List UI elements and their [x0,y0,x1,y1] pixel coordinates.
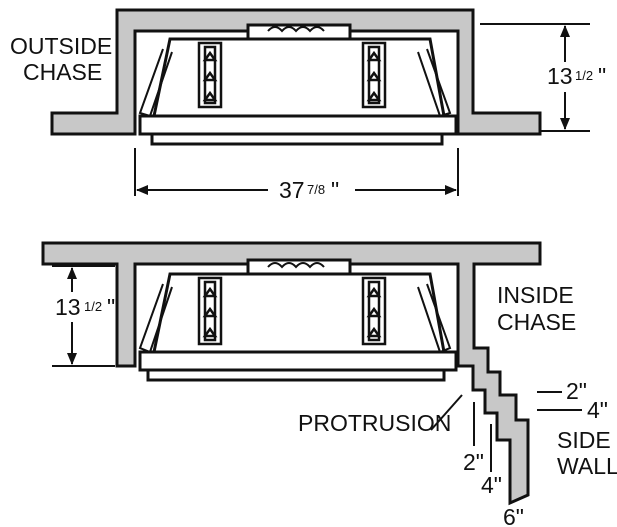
bottom-back-box [246,258,352,276]
bottom-enclosure-body [152,272,446,354]
dim-2-left: 2" [463,449,484,475]
bottom-enclosure-flange [138,350,458,372]
outside-label-line2: CHASE [23,59,102,85]
side-wall-line2: WALL [557,453,617,479]
bottom-left-panel [138,283,173,354]
inside-chase-view: 13 1/2 " INSIDE CHASE PROTRUSION 2" 4" 6… [41,241,617,527]
bottom-height-unit: " [107,294,115,320]
top-speaker-enclosure [138,23,458,146]
outside-chase-wall [50,8,542,136]
side-wall-line1: SIDE [557,427,611,453]
bottom-left-bracket [197,276,223,346]
protrusion-leader [430,394,463,431]
protrusion-label: PROTRUSION [298,410,451,436]
bottom-height-whole: 13 [55,294,81,320]
dim-6: 6" [503,504,524,527]
top-right-bracket [361,41,387,109]
top-height-dimension: 13 1/2 " [480,23,606,132]
bottom-height-dimension: 13 1/2 " [52,265,115,367]
top-width-whole: 37 [279,177,305,203]
top-left-bracket [197,41,223,109]
top-grille [150,132,444,146]
top-right-panel [417,48,452,118]
dim-4-left: 4" [481,472,502,498]
dim-4-right: 4" [587,397,608,423]
inside-label-line2: CHASE [497,309,576,335]
top-enclosure-flange [138,114,458,136]
top-height-unit: " [598,63,606,89]
top-left-panel [138,48,173,118]
outside-label-line1: OUTSIDE [10,33,112,59]
bottom-right-panel [417,283,452,354]
top-width-dimension: 37 7/8 " [134,148,459,203]
top-width-frac: 7/8 [307,182,325,197]
dim-2-right: 2" [566,378,587,404]
bottom-speaker-enclosure [138,258,458,382]
top-enclosure-body [152,37,446,118]
outside-chase-view: OUTSIDE CHASE 13 1/2 " 37 7/8 " [10,8,606,203]
top-width-unit: " [331,177,339,203]
inside-label-line1: INSIDE [497,282,574,308]
inside-chase-wall [41,241,542,506]
top-back-box [246,23,352,41]
bottom-right-bracket [361,276,387,346]
bottom-grille [146,368,446,382]
top-coil [267,26,325,33]
bottom-height-frac: 1/2 [84,299,102,314]
top-height-whole: 13 [547,63,573,89]
bottom-coil [267,262,325,269]
top-height-frac: 1/2 [575,68,593,83]
